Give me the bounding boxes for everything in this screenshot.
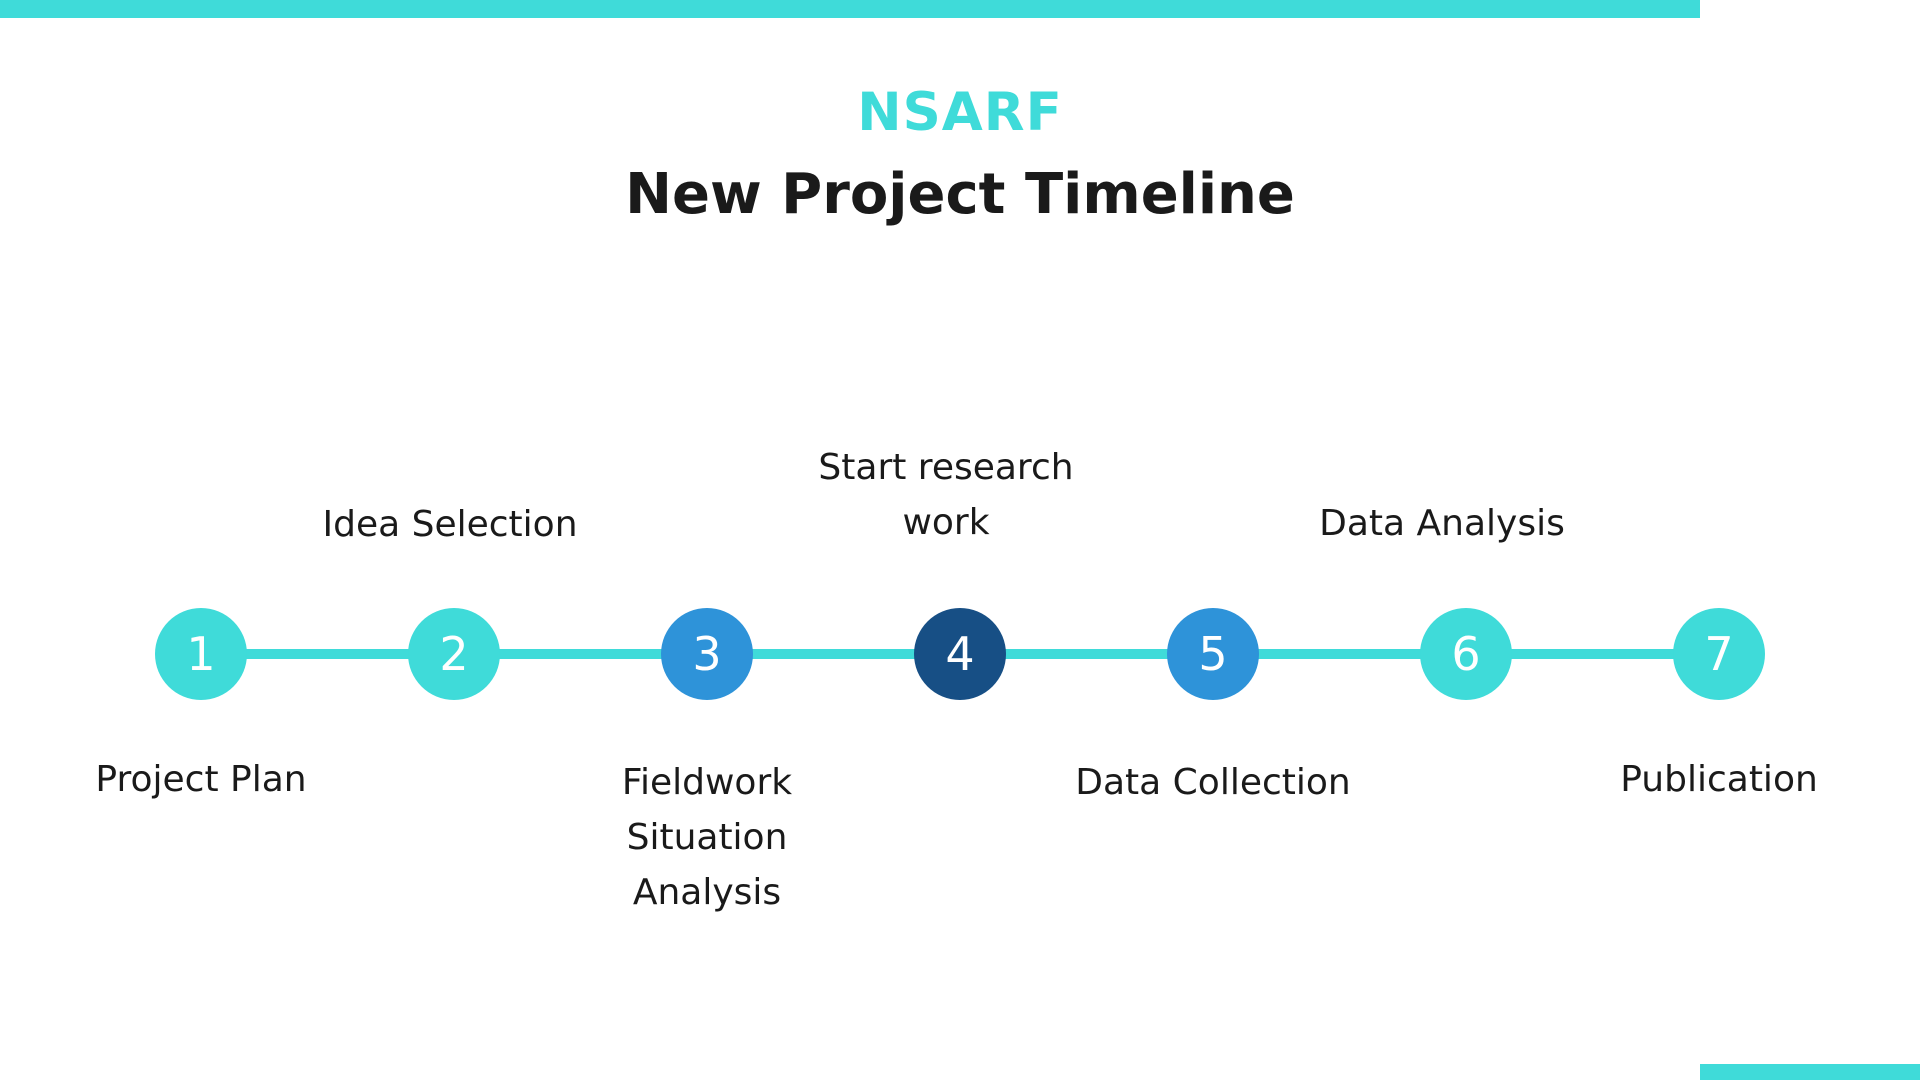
step-number-1: 1 xyxy=(186,627,216,681)
step-node-4: 4 xyxy=(914,608,1006,700)
step-number-7: 7 xyxy=(1704,627,1734,681)
step-node-1: 1 xyxy=(155,608,247,700)
brand-name: NSARF xyxy=(857,82,1063,143)
step-node-5: 5 xyxy=(1167,608,1259,700)
step-node-3: 3 xyxy=(661,608,753,700)
step-node-2: 2 xyxy=(408,608,500,700)
step-node-6: 6 xyxy=(1420,608,1512,700)
page-title: New Project Timeline xyxy=(625,162,1295,227)
step-number-2: 2 xyxy=(439,627,469,681)
step-label-6: Data Analysis xyxy=(1319,503,1565,544)
step-number-5: 5 xyxy=(1198,627,1228,681)
step-node-7: 7 xyxy=(1673,608,1765,700)
step-number-4: 4 xyxy=(945,627,975,681)
step-label-3: Fieldwork Situation Analysis xyxy=(621,762,793,913)
step-label-4: Start research work xyxy=(818,447,1074,543)
step-label-7: Publication xyxy=(1620,759,1818,800)
step-label-5: Data Collection xyxy=(1075,762,1351,803)
step-label-2: Idea Selection xyxy=(322,504,578,545)
step-label-1: Project Plan xyxy=(95,759,307,800)
step-number-3: 3 xyxy=(692,627,722,681)
bottom-accent-bar xyxy=(1700,1064,1920,1080)
top-accent-bar xyxy=(0,0,1700,18)
step-number-6: 6 xyxy=(1451,627,1481,681)
